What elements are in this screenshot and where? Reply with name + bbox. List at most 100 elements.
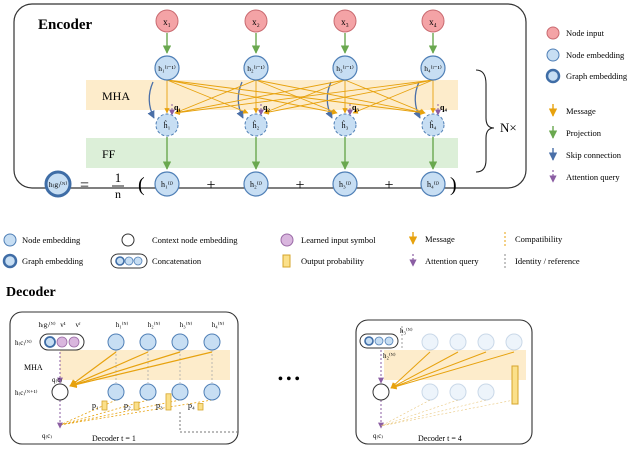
decoder-query-bottom-label: q₍c₎ xyxy=(42,432,52,440)
node-hidden-1: ĥ₁ xyxy=(155,113,179,137)
svg-text:Message: Message xyxy=(425,234,455,244)
message-arrow-2-4 xyxy=(255,79,426,115)
node-embedding-prev-1: h₁⁽ˡ⁻¹⁾ xyxy=(154,55,180,81)
svg-text:ĥ₁: ĥ₁ xyxy=(164,120,171,130)
node-embedding-out-2: h₂⁽ˡ⁾ xyxy=(243,171,269,197)
svg-text:h₁⁽ˡ⁾: h₁⁽ˡ⁾ xyxy=(161,180,173,189)
message-arrow-2-3 xyxy=(255,79,338,114)
probability-bars xyxy=(101,393,204,411)
node-embedding-swatch-2 xyxy=(3,233,17,247)
encoder-inputs: x₁ x₂ x₃ x₄ xyxy=(155,9,445,33)
context-node-swatch xyxy=(121,233,135,247)
decoder-panel-2: h₃⁽ᴺ⁾ h₂⁽ᴺ⁾ q₍c₎ Decoder t = 4 xyxy=(355,319,533,445)
fraction-numerator: 1 xyxy=(115,170,122,185)
skip-connection-1 xyxy=(147,81,155,119)
prob-label-1: p₁ xyxy=(92,401,99,410)
encoder-connections xyxy=(147,33,441,170)
decoder-message-arrow-4 xyxy=(69,351,213,388)
decoder-context-out-label: h₍c₎⁽ᴺ⁺¹⁾ xyxy=(15,388,38,397)
decoder-node-top-2: h₂⁽ᴺ⁾ xyxy=(139,320,161,351)
message-arrow-4-1 xyxy=(174,79,434,116)
decoder-node-top-4: h₄⁽ᴺ⁾ xyxy=(203,320,225,351)
svg-text:h₃⁽ˡ⁻¹⁾: h₃⁽ˡ⁻¹⁾ xyxy=(336,64,354,73)
message-arrow-3-1 xyxy=(174,79,346,115)
encoder-title: Encoder xyxy=(38,17,93,33)
svg-text:Node input: Node input xyxy=(566,28,605,38)
svg-text:Output probability: Output probability xyxy=(301,256,365,266)
decoder-panel-2-lines xyxy=(378,326,515,429)
skip-connection-4 xyxy=(413,81,421,119)
panel2-compatibility-line-2 xyxy=(380,399,459,427)
skip-connection-2 xyxy=(236,81,244,119)
svg-text:x₂: x₂ xyxy=(252,17,260,27)
svg-text:Graph embedding: Graph embedding xyxy=(566,71,628,81)
decoder-node-bottom-3 xyxy=(171,383,189,401)
decoder-node-bottom-2 xyxy=(139,383,157,401)
output-prob-swatch xyxy=(282,254,291,268)
message-arrow-1-2 xyxy=(166,79,249,114)
node-embedding-swatch xyxy=(546,48,560,62)
encoder-projections: h₁⁽ˡ⁻¹⁾ h₂⁽ˡ⁻¹⁾ h₃⁽ˡ⁻¹⁾ h₄⁽ˡ⁻¹⁾ xyxy=(154,55,446,81)
svg-text:Attention query: Attention query xyxy=(566,172,620,182)
query-4: q₄ xyxy=(440,103,447,112)
panel2-compatibility-line-1 xyxy=(380,399,431,427)
legend2-compatibility: Compatibility xyxy=(504,232,563,246)
legend-attention: Attention query xyxy=(549,170,620,183)
model-legend: Node embedding Graph embedding Context n… xyxy=(2,232,580,269)
node-embedding-out-4: h₄⁽ˡ⁾ xyxy=(420,171,446,197)
decoder-graph-label: h₍g₎⁽ᴺ⁾ xyxy=(38,320,55,329)
legend2-node-embedding: Node embedding xyxy=(3,233,81,247)
concat-learned-2 xyxy=(68,336,80,348)
svg-text:Graph embedding: Graph embedding xyxy=(22,256,84,266)
message-arrow-4-3 xyxy=(352,79,434,114)
encoder-outputs: h₁⁽ˡ⁾ h₂⁽ˡ⁾ h₃⁽ˡ⁾ h₄⁽ˡ⁾ xyxy=(154,171,446,197)
decoder-context-node xyxy=(51,383,69,401)
panel2-mid-label: h₂⁽ᴺ⁾ xyxy=(383,351,396,360)
svg-text:Projection: Projection xyxy=(566,128,602,138)
plus-1: + xyxy=(206,177,215,194)
node-input-1: x₁ xyxy=(155,9,179,33)
legend2-message: Message xyxy=(408,232,455,245)
graph-embedding-node xyxy=(44,170,72,198)
decoder-ellipsis: • • • xyxy=(278,372,300,387)
mha-label: MHA xyxy=(102,89,130,103)
concat-graph-embedding xyxy=(44,336,56,348)
decoder-context-label: h₍c₎⁽ᴺ⁾ xyxy=(15,338,32,347)
encoder-hidden: ĥ₁ ĥ₂ ĥ₃ ĥ₄ xyxy=(155,113,445,137)
panel2-top-label: h₃⁽ᴺ⁾ xyxy=(400,326,413,335)
message-arrow-2-1 xyxy=(174,79,257,114)
panel2-query-bottom-label: q₍c₎ xyxy=(373,432,383,440)
decoder-v1-label: v¹ xyxy=(60,321,66,329)
svg-text:x₃: x₃ xyxy=(341,17,349,27)
svg-text:h₂⁽ᴺ⁾: h₂⁽ᴺ⁾ xyxy=(148,320,161,329)
svg-text:Compatibility: Compatibility xyxy=(515,234,563,244)
legend2-attention: Attention query xyxy=(409,254,479,267)
legend2-concatenation: Concatenation xyxy=(110,253,202,269)
svg-text:x₄: x₄ xyxy=(429,17,437,27)
encoder-section: Encoder MHA FF x₁ x₂ x₃ x₄ h₁⁽ˡ⁻¹⁾ h₂⁽ˡ⁻… xyxy=(13,3,527,201)
decoder-node-top-1: h₁⁽ᴺ⁾ xyxy=(107,320,129,351)
decoder-caption-1: Decoder t = 1 xyxy=(92,434,136,443)
right-paren: ) xyxy=(450,174,457,196)
svg-text:h₄⁽ˡ⁻¹⁾: h₄⁽ˡ⁻¹⁾ xyxy=(424,64,442,73)
decoder-node-top-3: h₃⁽ᴺ⁾ xyxy=(171,320,193,351)
legend2-identity: Identity / reference xyxy=(504,254,580,268)
legend-message: Message xyxy=(548,104,596,117)
svg-text:Identity / reference: Identity / reference xyxy=(515,256,580,266)
plus-3: + xyxy=(384,177,393,194)
svg-text:h₃⁽ᴺ⁾: h₃⁽ᴺ⁾ xyxy=(180,320,193,329)
equals-sign: = xyxy=(80,177,89,194)
panel-connector xyxy=(179,412,238,433)
legend-node-input: Node input xyxy=(546,26,605,40)
svg-text:ĥ₂: ĥ₂ xyxy=(253,120,260,130)
decoder-bottom-nodes xyxy=(107,383,221,401)
node-hidden-2: ĥ₂ xyxy=(244,113,268,137)
node-input-swatch xyxy=(546,26,560,40)
decoder-message-arrow-2 xyxy=(69,351,149,387)
panel2-faded-nodes-top xyxy=(421,333,523,351)
decoder-compatibility-line-2 xyxy=(59,399,149,426)
panel2-message-arrow-2 xyxy=(390,351,459,389)
plus-2: + xyxy=(295,177,304,194)
decoder-panel-1-lines xyxy=(57,350,213,429)
